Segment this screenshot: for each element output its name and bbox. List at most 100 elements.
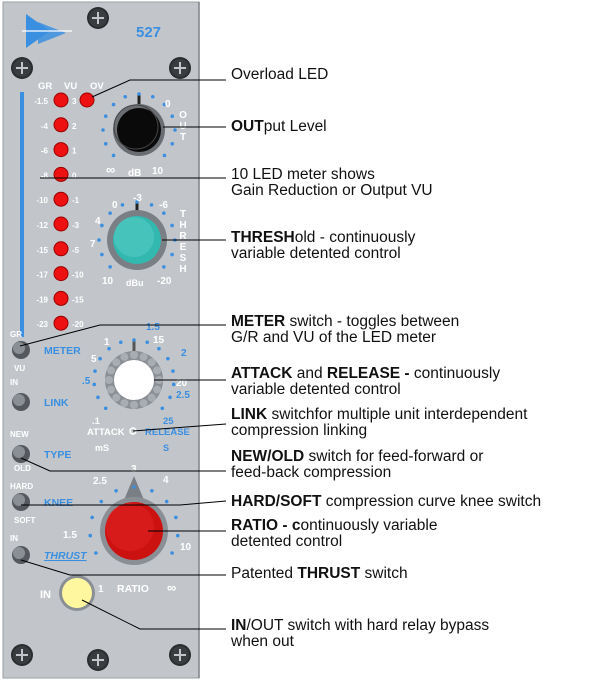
leader-line — [21, 500, 227, 506]
svg-text:O: O — [179, 110, 187, 121]
ratio-scale-label: 10 — [180, 542, 192, 553]
attack-release-scale-label: 5 — [91, 354, 97, 365]
thrust-switch[interactable] — [12, 546, 30, 564]
ratio-scale-label: 1 — [98, 584, 104, 595]
switch-bottom-label: OLD — [14, 464, 31, 473]
attack-unit: mS — [95, 443, 109, 453]
gr-scale-label: -8 — [41, 171, 49, 180]
vu-scale-label: 1 — [72, 147, 77, 156]
callout-overload: Overload LED — [231, 66, 329, 83]
attack-label: ATTACK — [87, 427, 125, 438]
switch-name-label: METER — [44, 345, 81, 357]
leader-line — [19, 324, 226, 347]
ratio-scale-label: ∞ — [167, 580, 176, 595]
attack-release-knob[interactable] — [105, 341, 163, 409]
vu-scale-label: -10 — [72, 271, 84, 280]
screw-icon — [11, 57, 33, 79]
leader-line — [81, 599, 226, 630]
ratio-scale-label: 2.5 — [93, 476, 107, 487]
meter-led — [53, 290, 69, 306]
gr-scale-label: -15 — [36, 246, 48, 255]
ratio-scale-dots — [88, 485, 180, 555]
model-number: 527 — [136, 24, 161, 41]
svg-text:E: E — [180, 242, 187, 253]
vu-scale-label: -3 — [72, 221, 80, 230]
gr-scale-label: -1.5 — [34, 97, 48, 106]
attack-release-scale-label: 2 — [181, 348, 187, 359]
switch-name-label: THRUST — [44, 550, 88, 562]
leader-line — [91, 79, 226, 98]
screws — [11, 7, 191, 671]
meter-led — [53, 166, 69, 182]
meter-led — [53, 92, 69, 108]
svg-text:T: T — [180, 209, 186, 220]
svg-text:H: H — [179, 264, 186, 275]
vu-scale-label: 3 — [72, 97, 77, 106]
attack-release-scale-dots — [92, 338, 176, 411]
meter-led — [53, 266, 69, 282]
svg-text:T: T — [180, 132, 186, 143]
gr-scale-label: -4 — [41, 122, 49, 131]
switch-top-label: HARD — [10, 482, 33, 491]
meter-led — [53, 117, 69, 133]
meter-header-vu: VU — [64, 81, 77, 92]
svg-text:S: S — [180, 253, 187, 264]
vu-scale-label: 2 — [72, 122, 77, 131]
attack-release-scale-label: 2.5 — [176, 390, 190, 401]
gr-scale-label: -10 — [36, 196, 48, 205]
switch-top-label: IN — [10, 378, 18, 387]
leader-lines — [19, 79, 227, 630]
attack-release-scale-label: 15 — [153, 335, 165, 346]
screw-icon — [169, 57, 191, 79]
output-scale-right: 10 — [152, 166, 164, 177]
svg-text:R: R — [179, 231, 187, 242]
gr-scale-label: -17 — [36, 271, 48, 280]
gr-scale-label: -12 — [36, 221, 48, 230]
link-switch[interactable] — [12, 393, 30, 411]
thresh-unit: dBu — [126, 278, 144, 288]
meter-bar — [20, 92, 24, 337]
callout-output: OUTput Level — [231, 118, 327, 135]
screw-icon — [87, 649, 109, 671]
ratio-scale-label: 1.5 — [63, 530, 77, 541]
output-scale-dots — [101, 92, 177, 158]
meter-led — [53, 142, 69, 158]
switch-name-label: LINK — [44, 397, 69, 409]
switch-top-label: GR — [10, 330, 22, 339]
release-label: RELEASE — [145, 427, 190, 438]
thresh-label: THRESH — [179, 209, 187, 275]
attack-release-scale-label: 1.5 — [146, 322, 160, 333]
release-unit: S — [163, 443, 169, 453]
meter-header-ov: OV — [90, 81, 104, 92]
output-scale-left: ∞ — [106, 162, 115, 177]
meter-led — [53, 241, 69, 257]
switch-bottom-label: VU — [14, 364, 25, 373]
logo-icon — [22, 14, 72, 48]
output-scale-top: 0 — [165, 99, 171, 110]
gr-scale-label: -23 — [36, 320, 48, 329]
ratio-label: RATIO — [117, 583, 149, 595]
vu-scale-label: -20 — [72, 320, 84, 329]
thresh-knob[interactable] — [107, 201, 167, 270]
knee-switch[interactable] — [12, 493, 30, 511]
attack-release-scale-label: 1 — [104, 337, 110, 348]
output-knob[interactable] — [113, 94, 165, 156]
gr-scale-label: -19 — [36, 295, 48, 304]
callout-thrust: Patented THRUST switch — [231, 565, 408, 582]
meter-led — [53, 216, 69, 232]
vu-scale-label: -1 — [72, 196, 80, 205]
vu-scale-label: -5 — [72, 246, 80, 255]
type-switch[interactable] — [12, 445, 30, 463]
switch-name-label: KNEE — [44, 497, 73, 509]
screw-icon — [11, 644, 33, 666]
gr-scale-label: -6 — [41, 147, 49, 156]
in-button[interactable] — [59, 575, 95, 611]
switch-bottom-label: SOFT — [14, 516, 35, 525]
ratio-knob[interactable] — [100, 476, 168, 565]
meter-led — [53, 191, 69, 207]
